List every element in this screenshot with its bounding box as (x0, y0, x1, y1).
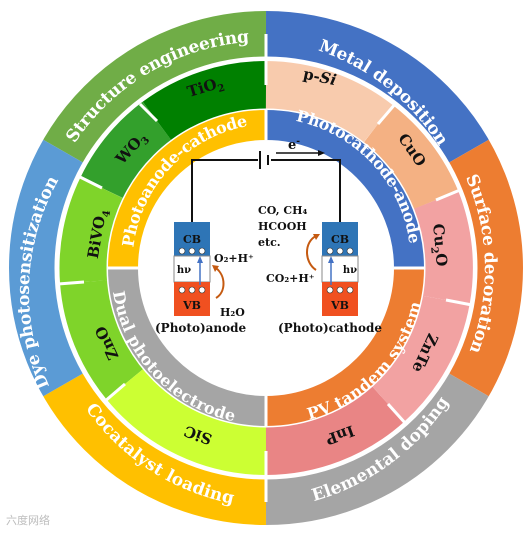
anode-vb-label: VB (182, 299, 201, 312)
photoanode: CB VB hν O₂+H⁺ (155, 222, 254, 335)
segment-inp (265, 385, 405, 475)
segment-p-si (265, 61, 393, 144)
anode-excitation-arrow-icon (197, 256, 203, 285)
anode-electron-icons (178, 247, 206, 255)
segment-surface-decoration (447, 139, 524, 397)
segment-photocathode-anode (265, 110, 424, 269)
electron-label: e- (288, 137, 300, 153)
segment-cu2o (413, 191, 473, 305)
photocathode: CB VB hν CO, CH₄ HCOOH e (258, 204, 382, 335)
cathode-products-line1: CO, CH₄ (258, 204, 307, 217)
segment-zno (60, 279, 144, 400)
segment-cocatalyst-loading (42, 372, 267, 526)
center-cell: e- CB VB hν (139, 137, 393, 395)
anode-hole-icons (178, 286, 206, 294)
watermark-text: 六度网络 (6, 514, 50, 527)
label-p-si: p-Si (302, 65, 339, 90)
cathode-excitation-arrow-icon (328, 256, 334, 285)
segment-dual-photoelectrode (108, 267, 267, 426)
anode-label: (Photo)anode (155, 321, 247, 335)
watermark: 六度网络 (6, 512, 96, 530)
segment-tio2 (142, 61, 267, 141)
segment-metal-deposition (265, 10, 490, 164)
label-cu2o: Cu2O (426, 223, 451, 268)
anode-hv-label: hν (177, 265, 191, 276)
cathode-label: (Photo)cathode (278, 321, 382, 335)
segment-photoanode-cathode (108, 110, 267, 269)
cathode-cb-label: CB (331, 233, 349, 246)
cathode-hole-icons (326, 286, 354, 294)
cathode-reactant: CO₂+H⁺ (266, 272, 315, 285)
segment-elemental-doping (265, 372, 490, 526)
battery-icon (259, 151, 269, 169)
anode-reaction-arrow-icon (212, 265, 225, 299)
anode-cb-label: CB (183, 233, 201, 246)
anode-product: O₂+H⁺ (214, 252, 254, 265)
cathode-vb-label: VB (330, 299, 349, 312)
segment-dye-photosensitization (8, 139, 85, 397)
segment-znte (371, 295, 470, 422)
cathode-hv-label: hν (343, 265, 357, 276)
segment-pv-tandem (265, 267, 424, 426)
cathode-reaction-arrow-icon (306, 234, 320, 271)
electron-arrow-icon (276, 150, 325, 156)
anode-reactant: H₂O (220, 306, 245, 319)
cathode-electron-icons (326, 247, 354, 255)
cathode-products-line3: etc. (258, 236, 281, 249)
segment-bivo4 (59, 177, 124, 284)
segment-structure-engineering (42, 10, 267, 164)
cathode-products-line2: HCOOH (258, 220, 307, 233)
segment-sic (106, 368, 267, 475)
segment-wo3 (80, 101, 172, 199)
segment-cuo (362, 104, 459, 210)
circuit-wire (191, 159, 341, 222)
